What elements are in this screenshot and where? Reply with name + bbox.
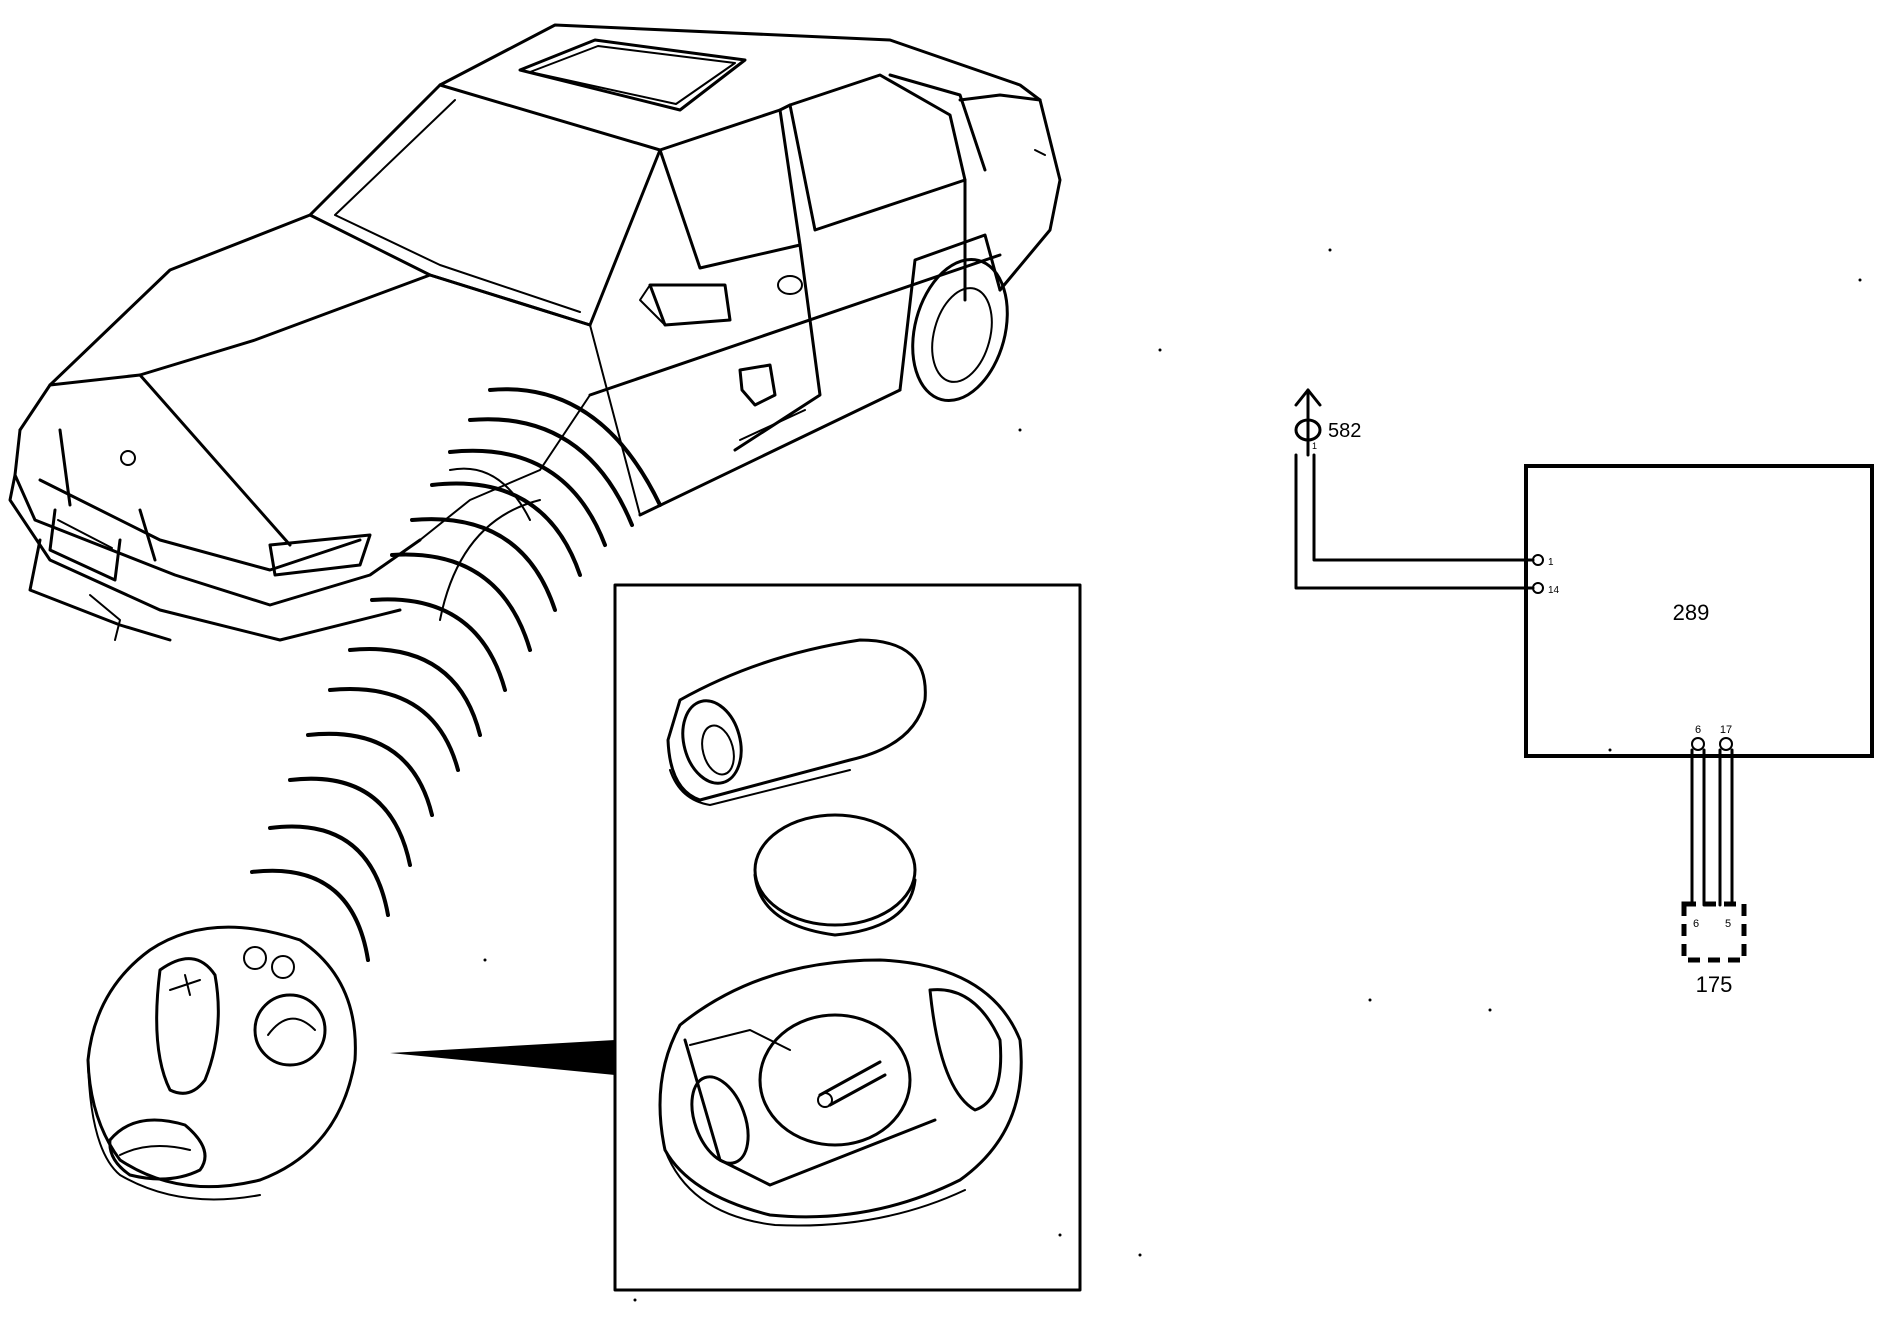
connector-pin-5-label: 5	[1725, 918, 1731, 930]
detail-inset	[613, 583, 1082, 1292]
connector-label: 175	[1696, 972, 1733, 997]
car-illustration	[8, 23, 1062, 642]
wiring-schematic: 582 1 289 1 14 6 17 6 5 175	[1294, 388, 1874, 997]
fob-housing-open-icon	[658, 958, 1023, 1227]
control-unit-289: 289 1 14 6 17	[1524, 464, 1874, 758]
antenna-582: 582 1	[1294, 388, 1361, 457]
ecu-pin-14-label: 14	[1548, 585, 1560, 596]
ecu-pin-17-label: 17	[1720, 724, 1732, 736]
scan-specks	[483, 248, 1862, 1302]
radio-waves-icon	[250, 387, 662, 962]
antenna-label: 582	[1328, 420, 1361, 442]
connector-pin-6-label: 6	[1693, 918, 1699, 930]
connector-175: 6 5 175	[1681, 901, 1747, 997]
battery-cover-icon	[666, 638, 927, 806]
antenna-pin-label: 1	[1312, 441, 1317, 451]
control-unit-label: 289	[1673, 600, 1710, 625]
callout-pointer	[390, 1040, 615, 1075]
ecu-pin-6-label: 6	[1695, 724, 1701, 736]
ecu-pin-1-label: 1	[1548, 557, 1554, 568]
coin-battery-icon	[753, 813, 917, 937]
remote-key-fob-icon	[86, 925, 357, 1201]
